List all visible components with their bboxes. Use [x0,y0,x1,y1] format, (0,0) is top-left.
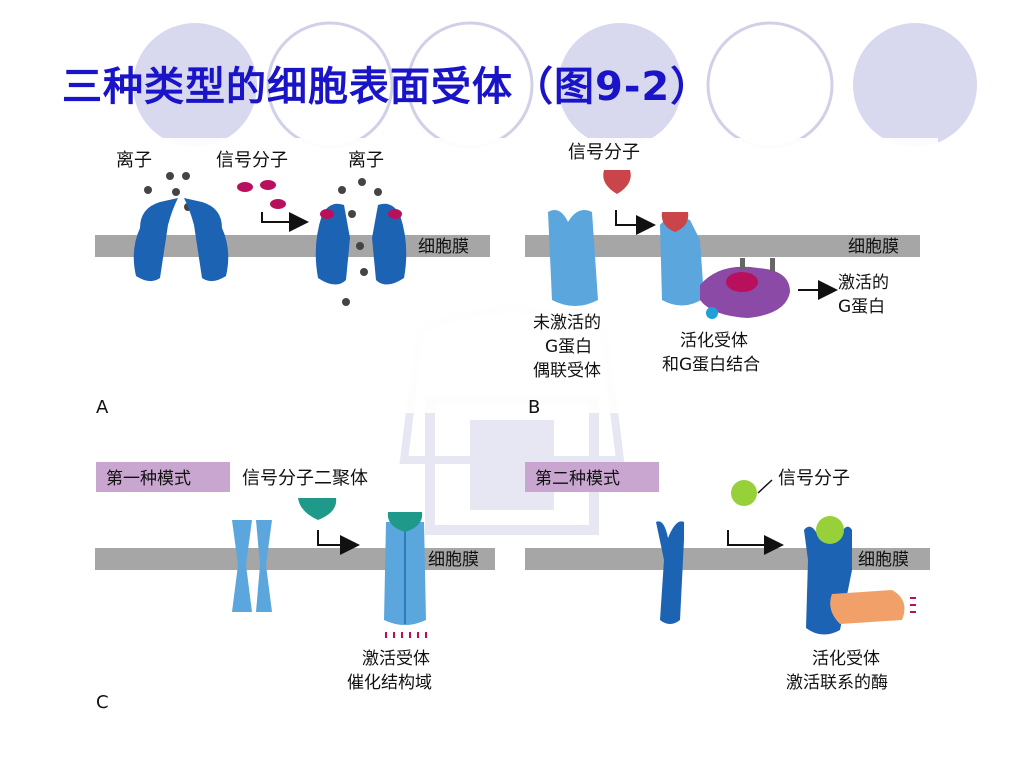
signal-molecule-b [603,170,631,194]
panel-b-signal-label: 信号分子 [568,142,640,163]
bound-signal [388,209,402,219]
rtk-inactive [232,520,252,612]
arrow-a [261,212,309,232]
bound-signal [320,209,334,219]
enzyme-linked-receptor-inactive [656,521,684,624]
arrow-c1 [317,530,360,555]
panel-c-mode2: 第二种模式 [535,469,620,489]
arrow-c2 [727,530,784,555]
panel-b-bound-line1: 活化受体 [680,331,748,351]
panel-b-letter: B [528,397,540,418]
catalytic-marks [385,632,427,638]
g-protein-anchor [740,258,745,270]
ion-channel-closed [133,198,178,282]
panel-b-bound-line2: 和G蛋白结合 [662,355,760,375]
panel-c-enzyme-line2: 激活联系的酶 [786,673,888,693]
associated-enzyme [830,590,905,624]
enzyme-marks [910,597,916,613]
panel-a-ion-left-label: 离子 [116,150,152,171]
g-protein-anchor [770,258,775,272]
signal-dimer [298,498,337,520]
panel-a-signal-label: 信号分子 [216,150,288,171]
panel-b-inactive-line2: G蛋白 [545,337,592,357]
deco-circle [706,21,834,149]
mode1-box [96,462,230,492]
panel-c-membrane-left: 细胞膜 [428,550,479,570]
deco-circle [558,23,682,147]
rtk-inactive-right [256,520,272,612]
signal-molecule-c [731,480,757,506]
g-protein-subunit [726,272,758,292]
deco-circle [133,23,257,147]
ion-channel-open-right [372,203,407,285]
signal-molecules-a [237,180,286,209]
panel-c-letter: C [96,692,109,713]
panel-c-dimer-label: 信号分子二聚体 [242,468,368,489]
deco-circle [853,23,977,147]
ion-channel-open-left [315,203,350,285]
panel-b-membrane-label: 细胞膜 [848,237,899,257]
panel-c-signal-label: 信号分子 [778,468,850,489]
panel-b: 信号分子 细胞膜 激活的 G蛋白 未激活的 G蛋白 偶联受体 活化受体 和G蛋白… [525,142,920,418]
panel-b-inactive-line3: 偶联受体 [533,361,601,381]
arrow-b [615,210,656,235]
panel-c-membrane-right: 细胞膜 [858,550,909,570]
panel-a-letter: A [96,397,109,418]
gdp-dot [706,307,718,319]
panel-b-activated-line1: 激活的 [838,273,889,293]
g-protein [700,266,790,318]
bound-signal-c [816,516,844,544]
mode2-box [525,462,659,492]
panel-c-enzyme-line1: 活化受体 [812,649,880,669]
bound-dimer [387,512,423,532]
panel-a: 离子 信号分子 离子 细胞膜 A [95,150,490,418]
panel-a-membrane-label: 细胞膜 [418,237,469,257]
ions [144,172,382,306]
gpcr-active [660,216,704,306]
panel-backdrop-top [88,138,938,413]
panel-c-catalytic-line1: 激活受体 [362,649,430,669]
panel-b-inactive-line1: 未激活的 [533,313,601,333]
panel-b-activated-line2: G蛋白 [838,297,885,317]
bound-signal-b [661,212,689,232]
gpcr-inactive [548,209,598,306]
ion-channel-closed-right [184,198,229,282]
panel-c-mode1: 第一种模式 [106,469,191,489]
slide-title: 三种类型的细胞表面受体（图9-2） [62,64,712,110]
panel-c-catalytic-line2: 催化结构域 [347,673,432,693]
signal-leader-line [757,479,773,494]
panel-c: 第一种模式 信号分子二聚体 细胞膜 激活受体 催化结构域 第二种模式 信号分子 … [95,462,930,713]
panel-a-ion-right-label: 离子 [348,150,384,171]
membrane-b [525,235,920,257]
decorative-circles [133,21,977,149]
